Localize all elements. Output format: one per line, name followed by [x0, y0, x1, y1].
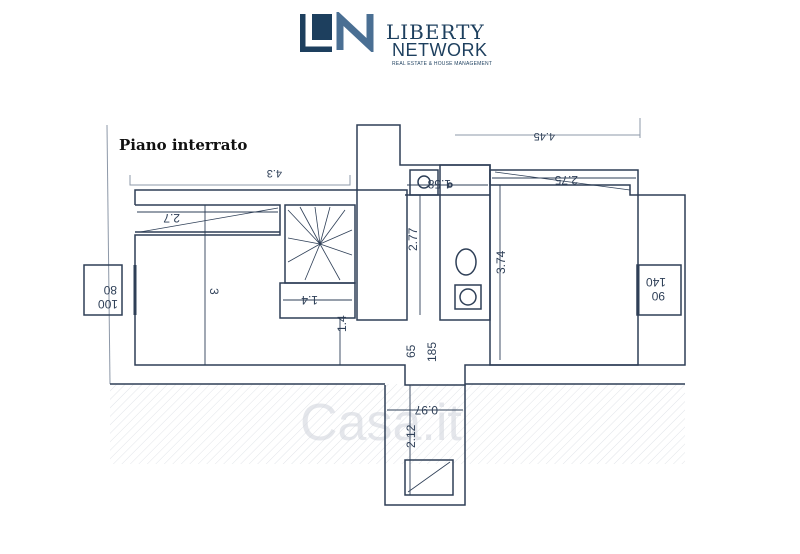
dim-277: 2.77	[406, 227, 420, 251]
ground-hatch	[110, 384, 685, 464]
dim-158: 1.58	[427, 177, 451, 191]
central-wall	[356, 189, 408, 321]
shower	[409, 169, 439, 196]
window-left-bottom: 100	[98, 297, 118, 311]
dim-43: 4.3	[267, 167, 282, 179]
dim-185: 185	[425, 342, 439, 362]
entry-step-diag	[407, 461, 451, 493]
logo-tagline: REAL ESTATE & HOUSE MANAGEMENT	[392, 61, 493, 67]
watermark: Casa.it	[300, 394, 462, 452]
window-right-bottom: 90	[651, 289, 665, 303]
dim-374: 3.74	[494, 250, 508, 274]
entry-step	[404, 459, 454, 496]
context-wall-top	[129, 175, 351, 186]
logo-line-2: NETWORK	[392, 40, 488, 60]
dim-27: 2.7	[163, 211, 180, 225]
shower-drain-icon	[417, 175, 431, 189]
plan-title: Piano interrato	[119, 136, 248, 154]
logo-mark-icon	[300, 12, 374, 52]
basin-icon	[454, 284, 482, 310]
dim-14v: 1.4	[335, 315, 349, 332]
stair-landing	[279, 282, 356, 319]
dim-097: 0.97	[414, 403, 438, 417]
window-left-box	[83, 264, 123, 316]
dim-212: 2.12	[404, 424, 418, 448]
dim-445: 4.45	[534, 130, 555, 142]
toilet-icon	[455, 248, 477, 276]
right-room	[489, 169, 639, 366]
dim-275: 2.75	[554, 173, 578, 187]
right-room-diag	[494, 171, 631, 191]
dim-14h: 1.4	[301, 293, 318, 307]
liberty-network-logo: LIBERTY NETWORK REAL ESTATE & HOUSE MANA…	[300, 12, 492, 67]
basin-bowl-icon	[459, 288, 477, 306]
logo-line-1: LIBERTY	[386, 20, 485, 44]
window-right-top: 140	[646, 275, 666, 289]
dim-65: 65	[404, 344, 418, 358]
dim-3: 3	[207, 288, 221, 295]
context-line-top	[106, 124, 111, 385]
stair-icon	[287, 206, 353, 281]
entry-corridor	[384, 385, 466, 506]
window-left-top: 80	[103, 283, 117, 297]
